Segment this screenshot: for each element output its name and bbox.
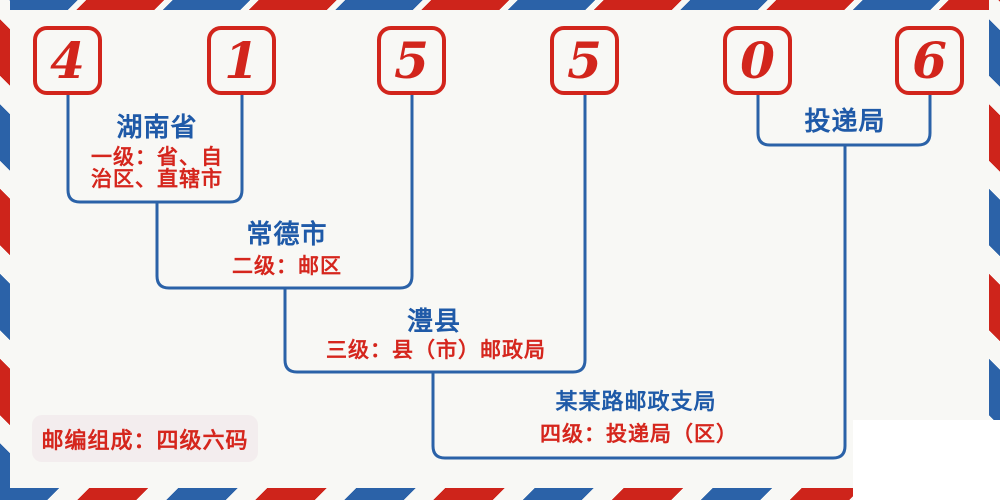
level4-desc: 四级：投递局（区） — [540, 422, 738, 446]
digit-6: 6 — [912, 30, 947, 90]
level4-name: 某某路邮政支局 — [555, 389, 717, 415]
level3-name: 澧县 — [406, 307, 462, 337]
delivery-bureau-name: 投递局 — [804, 107, 886, 137]
composition-badge: 邮编组成：四级六码 — [32, 415, 258, 462]
composition-badge-label: 邮编组成：四级六码 — [41, 427, 249, 454]
level1-desc-line1: 一级：省、自 — [91, 145, 223, 169]
airmail-border-right — [989, 0, 1000, 500]
digit-box-5: 0 — [723, 26, 792, 95]
bracket-level-1 — [66, 95, 244, 204]
bracket-level-4 — [431, 145, 847, 460]
airmail-border-left — [0, 0, 10, 500]
digit-box-2: 1 — [207, 26, 276, 95]
digit-box-3: 5 — [377, 26, 446, 95]
digit-2: 1 — [224, 30, 259, 90]
bracket-level-3 — [283, 95, 587, 374]
digit-4: 5 — [567, 30, 602, 90]
digit-box-1: 4 — [33, 26, 102, 95]
airmail-border-top — [0, 0, 1000, 10]
digit-3: 5 — [394, 30, 429, 90]
digit-1: 4 — [50, 30, 85, 90]
bracket-delivery — [756, 95, 932, 147]
digit-box-6: 6 — [895, 26, 964, 95]
level3-desc: 三级：县（市）邮政局 — [326, 338, 546, 362]
corner-white-patch — [853, 420, 1000, 500]
level1-name: 湖南省 — [116, 113, 198, 143]
level1-desc-line2: 治区、直辖市 — [91, 167, 223, 191]
level2-name: 常德市 — [246, 220, 328, 250]
digit-box-4: 5 — [550, 26, 619, 95]
digit-5: 0 — [740, 30, 775, 90]
airmail-border-bottom — [0, 488, 1000, 500]
level2-desc: 二级：邮区 — [232, 254, 342, 278]
